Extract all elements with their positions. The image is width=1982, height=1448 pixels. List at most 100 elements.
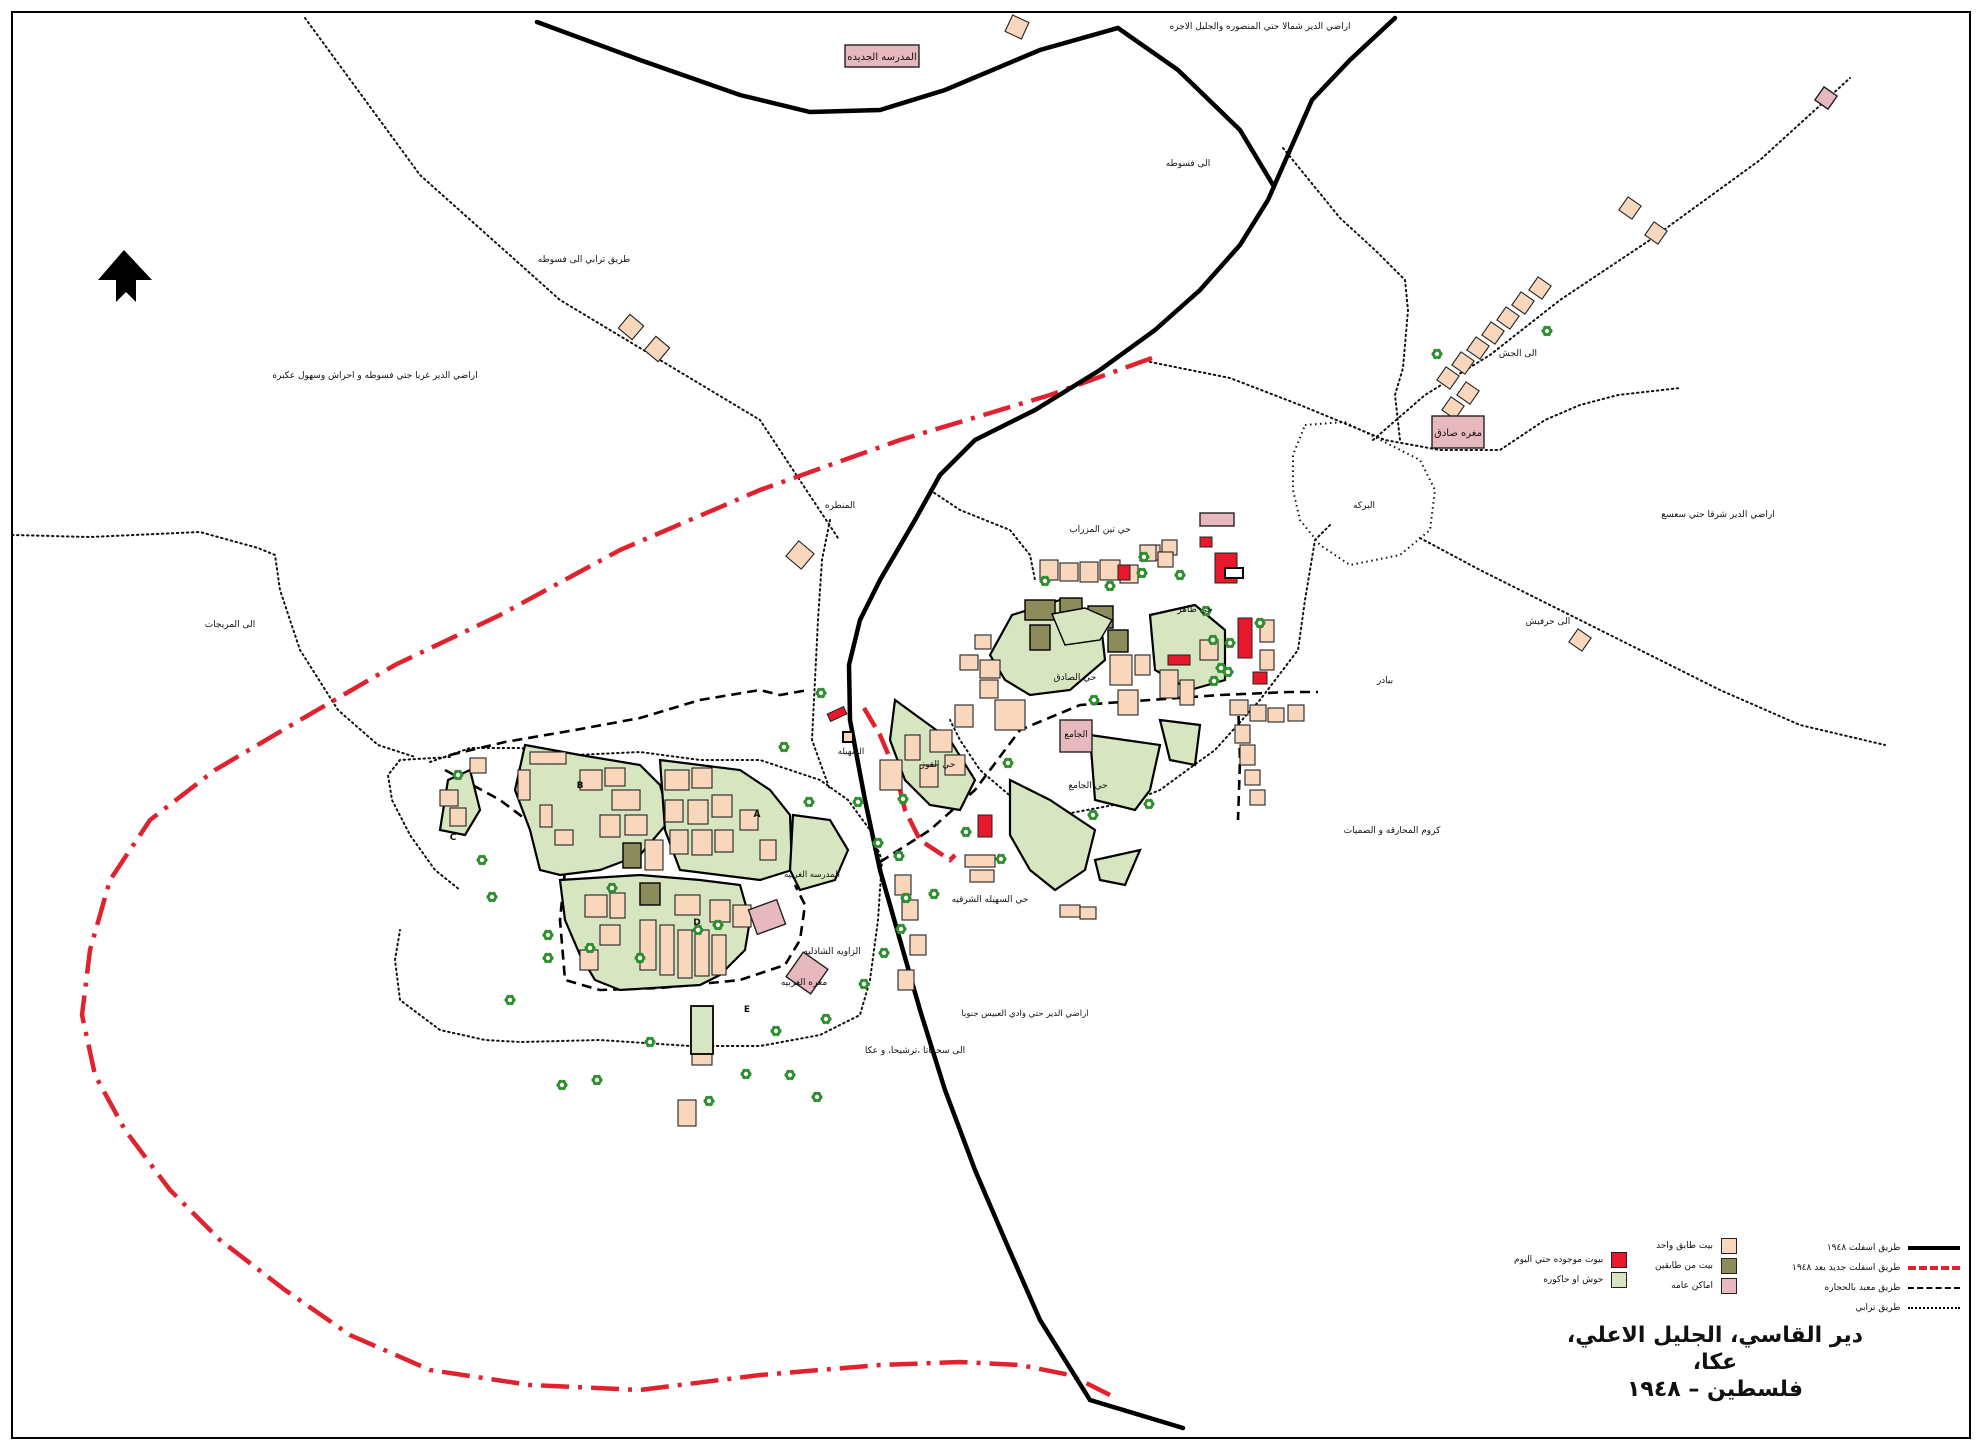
label-to-fassuta: الى فسوطه [1166,159,1211,169]
legend-line-paved [1908,1246,1961,1250]
dirt-road-north-center [929,489,1036,581]
tree-icon [1136,567,1148,579]
tree-icon [1039,575,1051,587]
label-to-suhmata: الى سحماتا ،ترشيحا، و عكا [865,1046,965,1056]
legend-roads: طريق اسفلت ١٩٤٨ طريق اسفلت جديد بعد ١٩٤٨… [1792,1238,1961,1318]
inner-courtyard [1051,607,1114,646]
dirt-road-to-sasa [1149,361,1681,451]
tree-icon [504,994,516,1006]
legend-row-single: بيت طابق واحد [1655,1236,1737,1256]
tree-icon [811,1091,823,1103]
tree-icon [1208,675,1220,687]
label-north-lands: اراضي الدير شمالا حتي المنصوره والجليل ا… [1170,22,1351,32]
tree-icon [960,826,972,838]
legend-label-stone: طريق معبد بالحجاره [1824,1283,1901,1293]
legend-row-stone: طريق معبد بالحجاره [1792,1278,1961,1298]
suhayla-marker [842,731,854,743]
legend-label-two: بيت من طابقين [1655,1261,1713,1271]
map-labels: المدرسه الجديده اراضي الدير شمالا حتي ال… [205,22,1775,1056]
label-sadiq-cave: مغره صادق [1434,428,1482,439]
pool-marker [1224,567,1244,579]
block-taher [1148,603,1227,692]
hamada-box [1199,512,1235,527]
block-south-small [1093,848,1142,887]
legend-row-new: طريق اسفلت جديد بعد ١٩٤٨ [1792,1258,1961,1278]
tree-icon [852,796,864,808]
label-east-suhayla: حي السهيله الشرقيه [952,895,1029,905]
label-hay-tin: حي تين المزراب [1069,525,1131,535]
label-dirt-road-fassuta: طريق ترابي الى فسوطه [538,255,630,265]
tree-icon [703,1095,715,1107]
tree-icon [900,892,912,904]
block-west-school [788,813,850,892]
legend-buildings: بيت طابق واحد بيت من طابقين اماكن عامه [1655,1236,1737,1296]
north-arrow-icon [98,250,152,302]
dirt-road-center-west [810,519,831,791]
label-bayader: بيادر [1376,676,1393,686]
tree-icon [1138,551,1150,563]
legend-row-dirt: طريق ترابي [1792,1298,1961,1318]
stone-road-east-branch [1236,699,1242,821]
tree-icon [1087,809,1099,821]
legend-line-stone [1908,1287,1961,1289]
legend-swatch-public [1720,1278,1737,1294]
tree-icon [740,1068,752,1080]
tree-icon [556,1079,568,1091]
tree-icon [820,1013,832,1025]
legend-label-paved: طريق اسفلت ١٩٤٨ [1826,1243,1901,1253]
label-hay-jami: حي الجامع [1068,781,1107,791]
map-title-line2: فلسطين – ١٩٤٨ [1626,1377,1804,1402]
new-road [79,355,1153,1398]
label-hay-qawz: حي القوز [920,760,956,770]
tree-icon [878,947,890,959]
dirt-road-marijat [11,530,416,758]
label-zawiya: الزاويه الشاذليه [803,947,861,957]
tree-icon [1224,637,1236,649]
dirt-road-west-loop [393,747,884,1047]
legend-label-dirt: طريق ترابي [1855,1303,1901,1313]
tree-icon [1254,617,1266,629]
label-mosque: الجامع [1064,730,1087,740]
dirt-road-to-hurfeish [1419,537,1886,746]
label-block-e: E [744,1005,750,1015]
label-to-marijat: الى المريجات [205,620,256,630]
label-new-school: المدرسه الجديده [847,52,916,63]
label-west-lands: اراضي الدير غربا حتي فسوطه و احراش وسهول… [272,371,477,381]
tree-icon [858,978,870,990]
tree-icon [895,923,907,935]
tree-icon [803,796,815,808]
legend-row-existing: بيوت موجوده حتي اليوم [1514,1250,1628,1270]
label-to-hurfeish: الى حرفيش [1526,617,1571,627]
paved-road-main [846,15,1398,1431]
label-pool: البركه [1353,501,1375,511]
legend-line-new [1908,1266,1961,1270]
tree-icon [1431,348,1443,360]
tree-icon [644,1036,656,1048]
legend-swatch-existing [1611,1252,1628,1268]
tree-icon [778,741,790,753]
legend-swatch-courtyard [1611,1272,1628,1288]
tree-icon [1002,757,1014,769]
tree-icon [893,850,905,862]
village-blocks [438,598,1227,992]
legend-label-courtyard: حوش او حاكوره [1543,1275,1604,1285]
tree-icon [452,769,464,781]
tree-icon [1143,798,1155,810]
mosque-box [1059,719,1093,753]
legend-other: بيوت موجوده حتي اليوم حوش او حاكوره [1514,1250,1628,1290]
tree-icon [692,924,704,936]
label-west-school: المدرسه الغربيه [784,870,840,880]
trees [452,325,1553,1107]
paved-roads [534,15,1398,1431]
tree-icon [784,1069,796,1081]
dirt-road-east-loop [949,524,1331,817]
west-cave-box [785,951,829,995]
tree-icon [634,952,646,964]
map-title: دير القاسي، الجليل الاعلي، عكا، فلسطين –… [1565,1322,1865,1403]
legend-row-paved: طريق اسفلت ١٩٤٨ [1792,1238,1961,1258]
tree-icon [486,891,498,903]
tree-icon [712,919,724,931]
tree-icon [606,882,618,894]
dirt-road-to-jish [1372,77,1851,441]
